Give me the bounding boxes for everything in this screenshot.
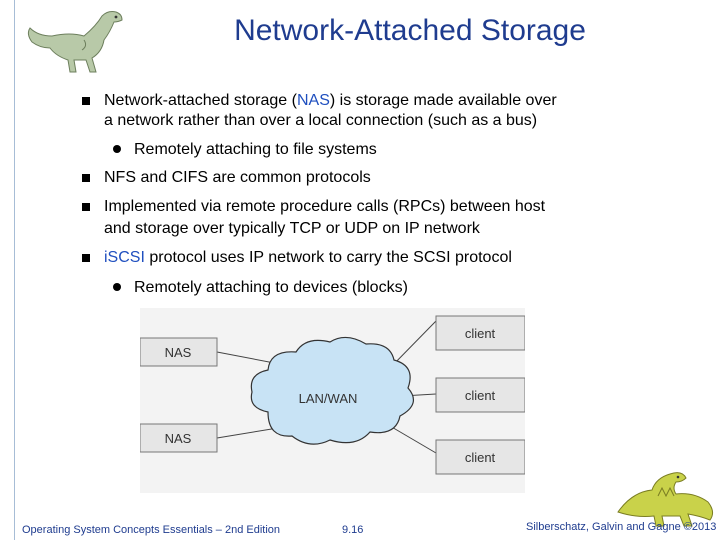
client-box-2 <box>435 377 525 413</box>
footer-book-title: Operating System Concepts Essentials – 2… <box>22 524 281 536</box>
nas-box-top <box>140 337 218 367</box>
lan-wan-cloud <box>250 336 415 445</box>
bullet-square <box>82 203 90 211</box>
cloud-label: LAN/WAN <box>299 391 358 406</box>
bullet-1-line-1: Network-attached storage (NAS) is storag… <box>104 92 557 109</box>
nas-label-top: NAS <box>165 345 192 360</box>
dinosaur-logo-top <box>27 11 123 73</box>
iscsi-highlight: iSCSI <box>104 249 145 266</box>
nas-box-bottom <box>140 423 218 453</box>
client-box-3 <box>435 439 525 475</box>
bullet-1-line-2: a network rather than over a local conne… <box>104 112 538 129</box>
left-border <box>0 0 15 540</box>
bullet-3-line-2: and storage over typically TCP or UDP on… <box>104 220 480 237</box>
bullet-3-line-1: Implemented via remote procedure calls (… <box>104 198 546 215</box>
connector-line <box>389 425 437 454</box>
bullet-circle <box>113 283 121 291</box>
client-label-1: client <box>465 326 496 341</box>
bullet-square <box>82 97 90 105</box>
footer-page-number: 9.16 <box>342 524 364 536</box>
bullet-square <box>82 174 90 182</box>
bullet-2: NFS and CIFS are common protocols <box>104 169 371 186</box>
bullet-circle <box>113 145 121 153</box>
nas-label-bottom: NAS <box>165 431 192 446</box>
client-label-3: client <box>465 450 496 465</box>
bullet-4: iSCSI protocol uses IP network to carry … <box>104 249 512 266</box>
slide-title: Network-Attached Storage <box>234 14 586 47</box>
sub-bullet-2: Remotely attaching to devices (blocks) <box>134 279 408 296</box>
client-box-1 <box>435 315 525 351</box>
nas-network-diagram: LAN/WAN NAS NAS client client client <box>140 308 525 493</box>
connector-line <box>389 320 437 369</box>
dinosaur-logo-bottom <box>617 472 714 527</box>
nas-highlight: NAS <box>296 92 330 109</box>
client-label-2: client <box>465 388 496 403</box>
footer-authors: Silberschatz, Galvin and Gagne ©2013 <box>526 521 717 533</box>
bullet-square <box>82 254 90 262</box>
sub-bullet-1: Remotely attaching to file systems <box>134 141 377 158</box>
